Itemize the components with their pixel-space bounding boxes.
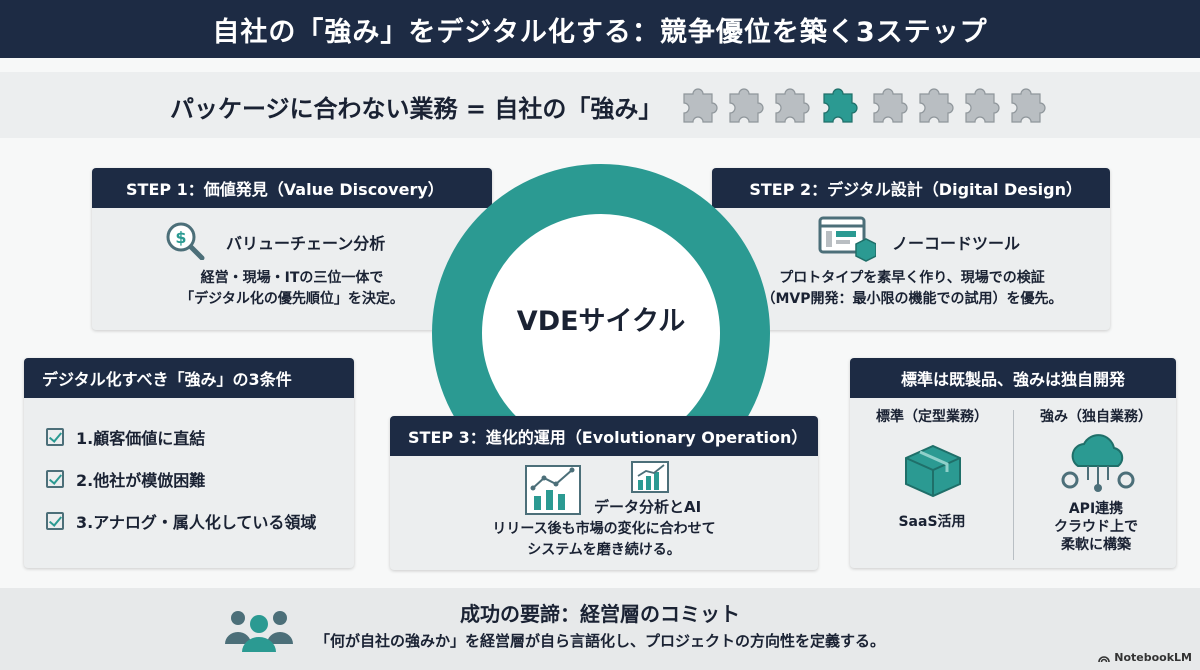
puzzle-piece-icon — [919, 88, 954, 123]
step1-desc-line: 経営・現場・ITの三位一体で — [200, 270, 384, 286]
step1-desc-line: 「デジタル化の優先順位」を決定。 — [180, 291, 404, 307]
step2-desc-line: プロトタイプを素早く作り、現場での検証 — [779, 270, 1045, 286]
standard-card: 標準は既製品、強みは独自開発 標準（定型業務） 強み（独自業務） SaaS活用 … — [850, 358, 1176, 568]
team-people-icon — [225, 611, 293, 652]
package-box-icon — [905, 444, 961, 498]
puzzle-piece-icon — [683, 88, 718, 123]
standard-right-caption: API連携 クラウド上で 柔軟に構築 — [1026, 500, 1166, 554]
svg-text:$: $ — [175, 228, 186, 247]
puzzle-piece-teal-icon — [823, 88, 858, 123]
checkbox-icon — [46, 428, 64, 446]
standard-left-label: 標準（定型業務） — [876, 409, 988, 425]
step3-feature: データ分析とAI — [594, 498, 702, 516]
subtitle: パッケージに合わない業務 = 自社の「強み」 — [170, 94, 663, 123]
checkbox-icon — [46, 470, 64, 488]
step3-header: STEP 3：進化的運用（Evolutionary Operation） — [390, 416, 818, 456]
puzzle-piece-icon — [965, 88, 1000, 123]
bottom-desc: 「何が自社の強みか」を経営層が自ら言語化し、プロジェクトの方向性を定義する。 — [314, 632, 885, 650]
cloud-gear-icon — [1061, 434, 1135, 492]
condition-item: 1.顧客価値に直結 — [46, 424, 205, 450]
step1-card: STEP 1：価値発見（Value Discovery） $ バリューチェーン分… — [92, 168, 492, 330]
step2-feature: ノーコードツール — [892, 234, 1021, 253]
step3-desc: リリース後も市場の変化に合わせて システムを磨き続ける。 — [414, 519, 794, 561]
bar-chart-icon — [631, 461, 669, 493]
step3-desc-line: システムを磨き続ける。 — [527, 542, 681, 558]
bottom-title: 成功の要諦：経営層のコミット — [460, 602, 740, 626]
brand-text: NotebookLM — [1114, 651, 1192, 664]
brand-logo: NotebookLM — [1098, 651, 1192, 664]
condition-label: 1.顧客価値に直結 — [76, 429, 206, 448]
step1-header: STEP 1：価値発見（Value Discovery） — [92, 168, 492, 208]
condition-label: 2.他社が模倣困難 — [76, 471, 206, 490]
line-chart-icon — [525, 465, 581, 515]
step3-card: STEP 3：進化的運用（Evolutionary Operation） データ… — [390, 416, 818, 570]
nocode-window-icon — [818, 216, 876, 262]
standard-right-label: 強み（独自業務） — [1040, 409, 1152, 425]
step3-desc-line: リリース後も市場の変化に合わせて — [492, 521, 716, 537]
checkbox-icon — [46, 512, 64, 530]
step1-desc: 経営・現場・ITの三位一体で 「デジタル化の優先順位」を決定。 — [112, 268, 472, 310]
subtitle-band — [0, 72, 1200, 138]
puzzle-row — [683, 88, 1046, 123]
puzzle-piece-icon — [775, 88, 810, 123]
condition-item: 3.アナログ・属人化している領域 — [46, 508, 316, 534]
conditions-card: デジタル化すべき「強み」の3条件 1.顧客価値に直結 2.他社が模倣困難 3.ア… — [24, 358, 354, 568]
standard-left-caption: SaaS活用 — [898, 514, 966, 530]
page-title: 自社の「強み」をデジタル化する：競争優位を築く3ステップ — [0, 0, 1200, 58]
vde-cycle-label: VDEサイクル — [516, 305, 686, 337]
notebooklm-logo-icon — [1098, 655, 1111, 662]
magnifier-dollar-icon: $ — [166, 222, 205, 260]
column-divider — [1013, 410, 1014, 560]
step2-desc: プロトタイプを素早く作り、現場での検証 （MVP開発：最小限の機能での試用）を優… — [722, 268, 1102, 310]
bottom-band — [0, 588, 1200, 670]
standard-right-caption-line: API連携 — [1068, 501, 1124, 517]
standard-right-caption-line: 柔軟に構築 — [1061, 537, 1131, 553]
condition-item: 2.他社が模倣困難 — [46, 466, 205, 492]
puzzle-piece-icon — [729, 88, 764, 123]
puzzle-piece-icon — [873, 88, 908, 123]
step1-feature: バリューチェーン分析 — [226, 234, 386, 253]
step2-card: STEP 2：デジタル設計（Digital Design） ノーコードツール プ… — [712, 168, 1110, 330]
conditions-header: デジタル化すべき「強み」の3条件 — [24, 358, 354, 398]
standard-header: 標準は既製品、強みは独自開発 — [850, 358, 1176, 398]
step2-header: STEP 2：デジタル設計（Digital Design） — [712, 168, 1110, 208]
puzzle-piece-icon — [1011, 88, 1046, 123]
standard-right-caption-line: クラウド上で — [1054, 519, 1138, 535]
condition-label: 3.アナログ・属人化している領域 — [76, 513, 317, 532]
step2-desc-line: （MVP開発：最小限の機能での試用）を優先。 — [761, 291, 1063, 307]
